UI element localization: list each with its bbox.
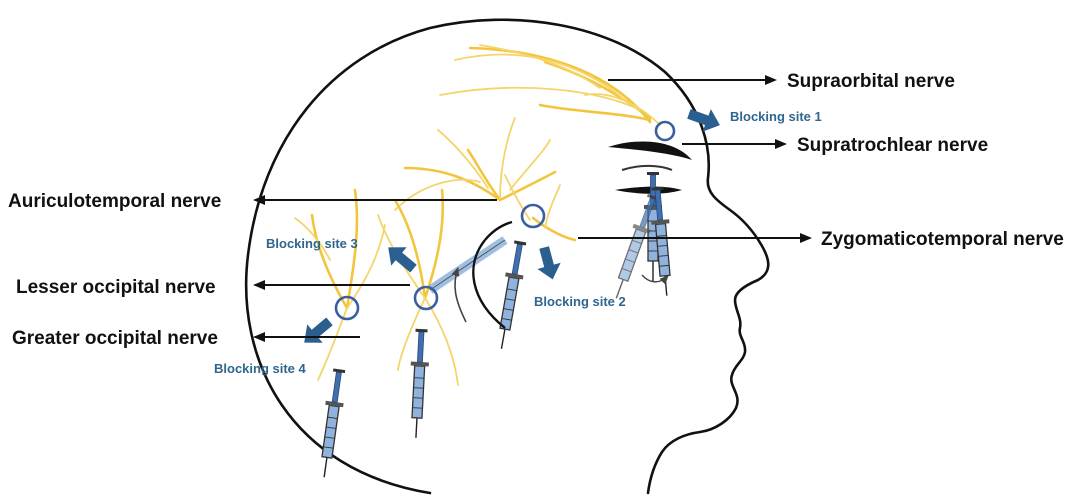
site1-ring	[656, 122, 674, 140]
syringes	[315, 172, 676, 478]
site2-ring	[522, 205, 544, 227]
zygomaticotemporal-nerve-label: Zygomaticotemporal nerve	[821, 229, 1064, 250]
nerve-branches	[295, 45, 660, 385]
lesser-occipital-nerve-label: Lesser occipital nerve	[16, 277, 216, 298]
supraorbital-nerve-label: Supraorbital nerve	[787, 71, 955, 92]
auriculotemporal-nerve-label: Auriculotemporal nerve	[8, 191, 221, 212]
eye	[608, 141, 692, 193]
site1-label: Blocking site 1	[730, 109, 822, 124]
head-outline	[246, 20, 768, 493]
site4-arrow-icon	[296, 312, 337, 352]
site4-label: Blocking site 4	[214, 361, 307, 376]
site2-label: Blocking site 2	[534, 294, 626, 309]
supratrochlear-nerve-label: Supratrochlear nerve	[797, 135, 988, 156]
site3-label: Blocking site 3	[266, 236, 358, 251]
site2-arrow-icon	[533, 244, 565, 282]
greater-occipital-nerve-label: Greater occipital nerve	[12, 328, 218, 349]
